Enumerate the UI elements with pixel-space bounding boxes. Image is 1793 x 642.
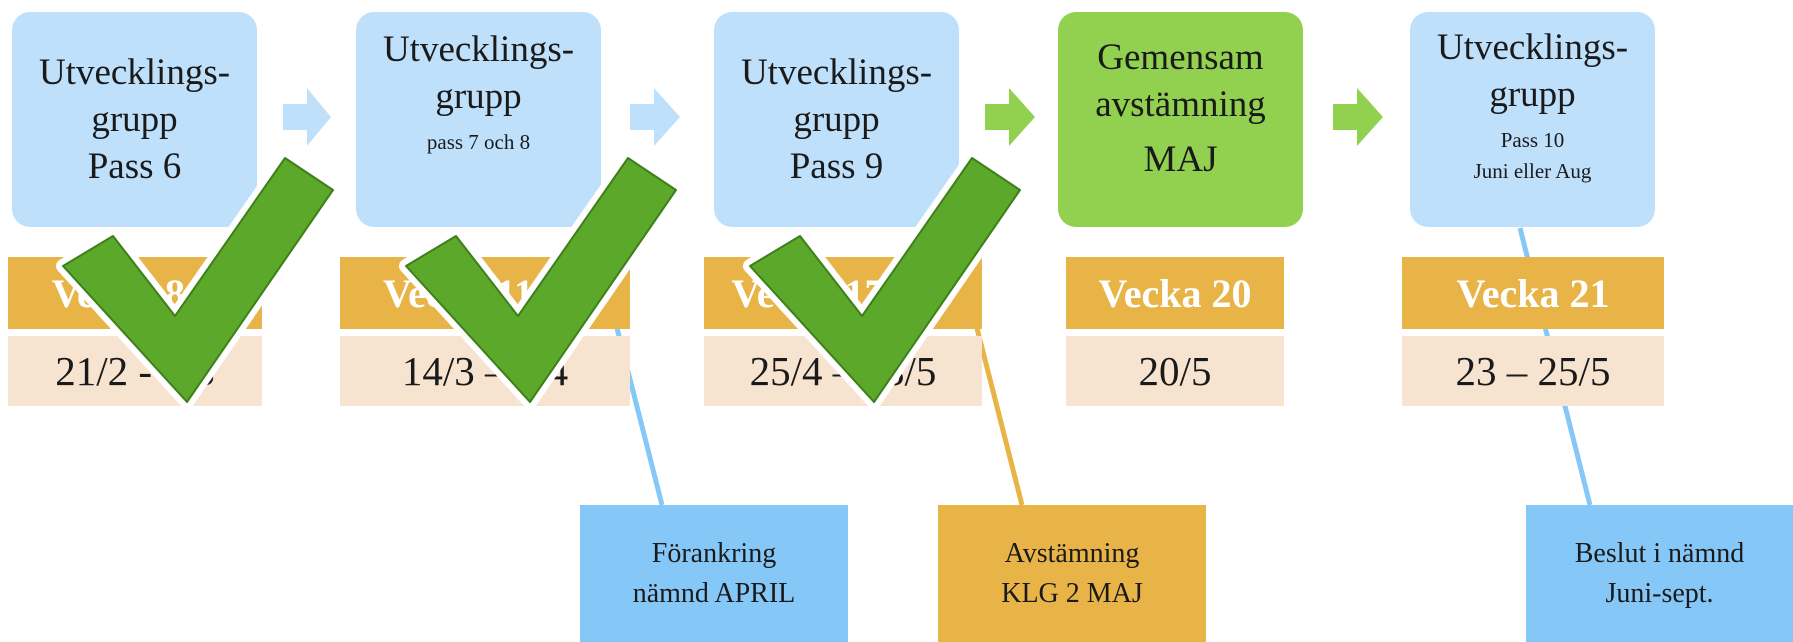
- checkmark-icon: [743, 151, 1027, 409]
- note-3-line-1: Beslut i nämnd: [1574, 537, 1745, 569]
- step-4-line-3: MAJ: [1143, 139, 1218, 180]
- step-3-line-2: grupp: [793, 99, 880, 140]
- note-1-line-2: nämnd APRIL: [632, 577, 796, 609]
- step-1-line-2: grupp: [91, 99, 178, 140]
- date-label-4: 20/5: [1066, 336, 1284, 406]
- step-5-line-2: grupp: [1489, 74, 1576, 115]
- step-box-1: Utvecklings- grupp Pass 6: [12, 12, 257, 227]
- arrow-right-icon: [1333, 88, 1383, 146]
- week-label-5: Vecka 21: [1402, 257, 1664, 329]
- step-box-3: Utvecklings- grupp Pass 9: [714, 12, 959, 227]
- step-box-2: Utvecklings- grupp pass 7 och 8: [356, 12, 601, 227]
- note-forankring: Förankring nämnd APRIL: [580, 505, 848, 642]
- date-label-5: 23 – 25/5: [1402, 336, 1664, 406]
- step-2-sub-1: pass 7 och 8: [426, 130, 531, 154]
- step-4-line-1: Gemensam: [1097, 37, 1264, 78]
- step-3-line-3: Pass 9: [789, 146, 884, 187]
- step-2-line-1: Utvecklings-: [382, 29, 575, 70]
- step-box-5: Utvecklings- grupp Pass 10 Juni eller Au…: [1410, 12, 1655, 227]
- checkmark-icon: [399, 151, 683, 409]
- step-5-sub-1: Pass 10: [1500, 128, 1565, 152]
- step-box-4: Gemensam avstämning MAJ: [1058, 12, 1303, 227]
- arrow-right-icon: [283, 88, 331, 146]
- note-beslut: Beslut i nämnd Juni-sept.: [1526, 505, 1793, 642]
- step-5-line-1: Utvecklings-: [1436, 27, 1629, 68]
- arrow-right-icon: [985, 88, 1035, 146]
- note-3-line-2: Juni-sept.: [1605, 577, 1714, 609]
- note-2-line-1: Avstämning: [1004, 537, 1140, 569]
- checkmark-icon: [56, 151, 340, 409]
- step-4-line-2: avstämning: [1095, 84, 1266, 125]
- step-2-line-2: grupp: [435, 76, 522, 117]
- note-1-line-1: Förankring: [651, 537, 777, 569]
- note-avstamning: Avstämning KLG 2 MAJ: [938, 505, 1206, 642]
- arrow-right-icon: [630, 88, 680, 146]
- step-1-line-1: Utvecklings-: [38, 52, 231, 93]
- step-5-sub-2: Juni eller Aug: [1473, 159, 1592, 183]
- step-1-line-3: Pass 6: [87, 146, 182, 187]
- note-2-line-2: KLG 2 MAJ: [1001, 577, 1143, 609]
- week-label-4: Vecka 20: [1066, 257, 1284, 329]
- step-3-line-1: Utvecklings-: [740, 52, 933, 93]
